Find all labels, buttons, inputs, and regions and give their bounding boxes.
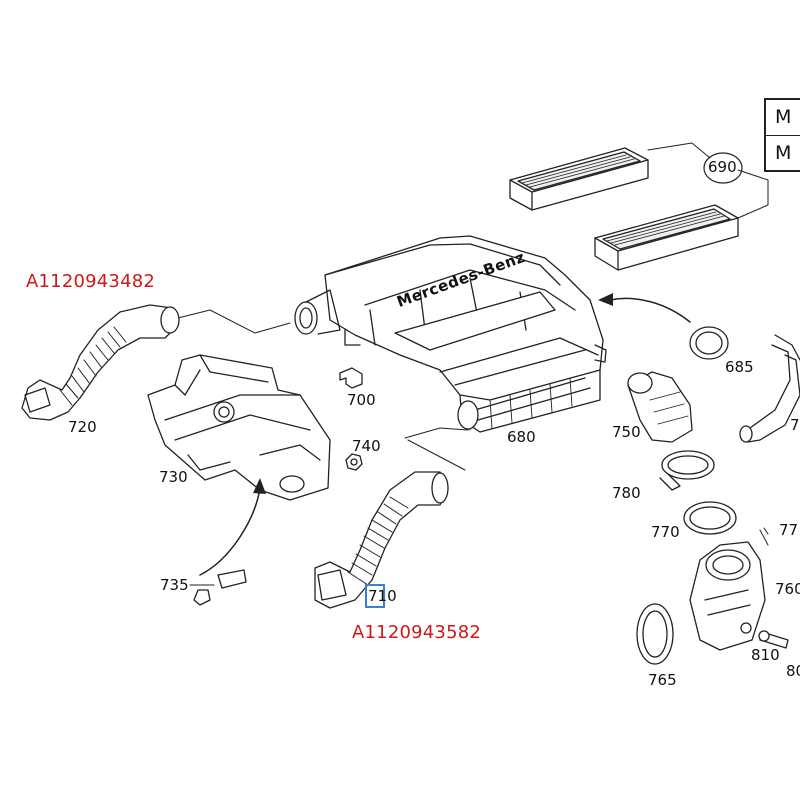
callout-720: 720 [68,418,97,436]
callout-80-partial: 80 [786,662,800,680]
air-filter-top [509,147,649,211]
ring-685 [689,326,729,360]
part-number-left-duct: A1120943482 [26,271,156,292]
callout-770: 770 [651,523,680,541]
clip-700 [339,367,363,389]
part-number-right-duct: A1120943582 [352,622,482,643]
callout-765: 765 [648,671,677,689]
assembly-arrow-730 [199,487,261,576]
callout-760: 760 [775,580,800,598]
air-box-housing [294,235,607,433]
callout-780: 780 [612,484,641,502]
throttle-housing-760 [689,541,766,651]
bolt-810 [758,630,789,649]
clamp-780 [659,450,715,491]
ring-770 [683,501,737,535]
callout-730: 730 [159,468,188,486]
model-table-row: M [775,142,792,164]
callout-7-partial: 7 [790,416,800,434]
callout-690: 690 [708,158,737,176]
right-duct-710 [314,471,449,609]
callout-77-partial: 77 [779,521,799,539]
clamp-765 [636,603,674,665]
callout-710-highlight [365,584,385,608]
callout-750: 750 [612,423,641,441]
model-table: M M [764,98,800,172]
pipe-right-edge [739,334,800,443]
left-duct-720 [21,304,180,421]
bracket-735 [189,569,247,606]
callout-680: 680 [507,428,536,446]
callout-710: 710 [368,587,397,605]
callout-685: 685 [725,358,754,376]
assembly-arrow-685 [609,297,691,323]
callout-735: 735 [160,576,189,594]
callout-810: 810 [751,646,780,664]
callout-700: 700 [347,391,376,409]
air-guide-730 [147,354,331,501]
callout-740: 740 [352,437,381,455]
nut-740 [345,453,363,471]
air-filter-bottom [594,204,739,271]
hose-750 [627,371,693,443]
model-table-row: M [766,100,800,136]
